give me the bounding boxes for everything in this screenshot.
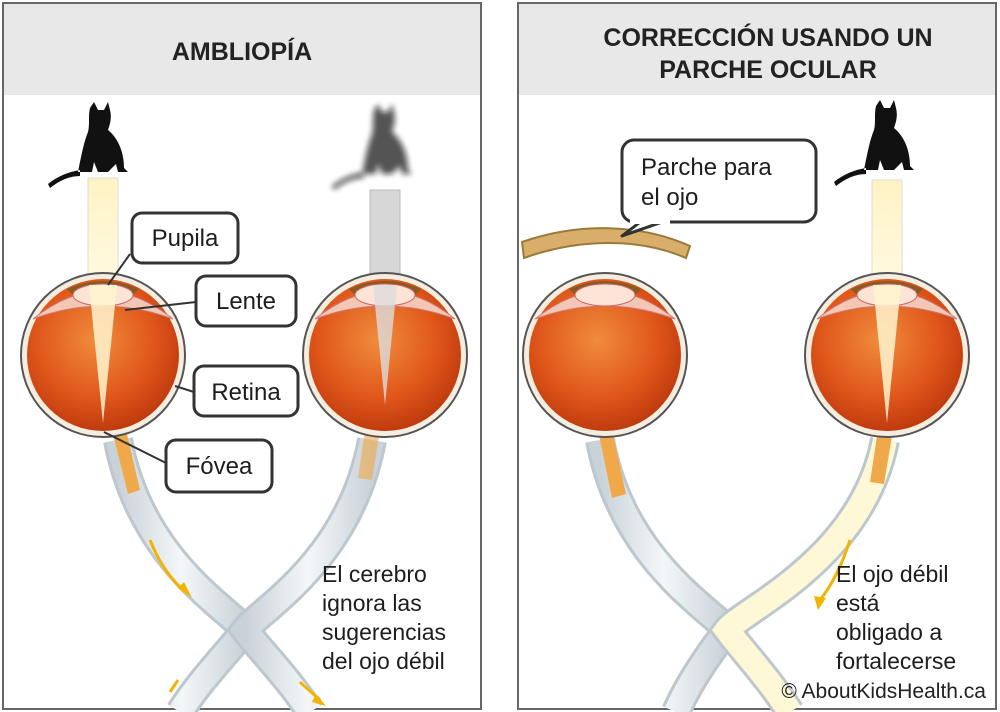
patch-label-line-1: Parche para <box>641 154 772 181</box>
patched-nerve-stub <box>598 430 626 498</box>
right-panel: CORRECCIÓN USANDO UN PARCHE OCULAR Parch… <box>517 2 997 712</box>
weak-eye-focus-cone <box>373 285 397 405</box>
left-caption-line-1: El cerebro <box>322 561 427 587</box>
signal-arrow-2 <box>168 679 180 693</box>
label-fovea: Fóvea <box>186 453 253 480</box>
left-caption-line-4: del ojo débil <box>322 648 445 674</box>
callout-pupil: Pupila <box>107 211 240 286</box>
strengthened-eye <box>804 272 970 438</box>
callout-retina: Retina <box>174 364 300 418</box>
strengthened-nerve-stub <box>870 430 893 484</box>
right-caption-line-4: fortalecerse <box>836 648 956 674</box>
strengthened-optic-nerve <box>711 437 897 712</box>
left-caption-line-3: sugerencias <box>322 619 446 645</box>
signal-arrowhead-3 <box>312 694 326 706</box>
label-retina: Retina <box>211 379 281 406</box>
eye-patch-icon <box>520 227 692 260</box>
right-panel-title-line-1: CORRECCIÓN USANDO UN <box>603 22 932 52</box>
weak-eye <box>302 272 468 438</box>
signal-arrowhead-1 <box>178 582 192 598</box>
patch-label-line-2: el ojo <box>641 184 698 211</box>
signal-arrowhead-right <box>814 596 826 610</box>
left-eye-focus-cone <box>89 285 117 423</box>
label-pupil: Pupila <box>152 225 219 252</box>
label-lens: Lente <box>216 288 276 315</box>
right-panel-title-line-2: PARCHE OCULAR <box>659 56 877 84</box>
signal-arrow-right <box>818 539 852 601</box>
left-panel-header <box>4 4 480 95</box>
left-panel-title: AMBLIOPÍA <box>172 37 312 66</box>
right-panel-header <box>519 4 995 95</box>
callout-fovea: Fóvea <box>103 431 274 494</box>
weak-nerve-stub <box>358 430 380 480</box>
left-panel: AMBLIOPÍA <box>2 2 482 712</box>
right-caption-line-2: está <box>836 590 880 616</box>
callout-lens: Lente <box>124 274 298 328</box>
patched-eye <box>522 272 688 438</box>
copyright: © AboutKidsHealth.ca <box>781 680 986 703</box>
right-caption-line-3: obligado a <box>836 619 942 645</box>
strengthened-eye-focus-cone <box>873 285 901 423</box>
left-eye <box>20 272 186 438</box>
callout-eye-patch: Parche para el ojo <box>620 138 818 238</box>
left-nerve-stub <box>112 430 140 494</box>
right-caption-line-1: El ojo débil <box>836 561 949 587</box>
right-optic-nerve <box>229 437 384 712</box>
left-caption-line-2: ignora las <box>322 590 422 616</box>
